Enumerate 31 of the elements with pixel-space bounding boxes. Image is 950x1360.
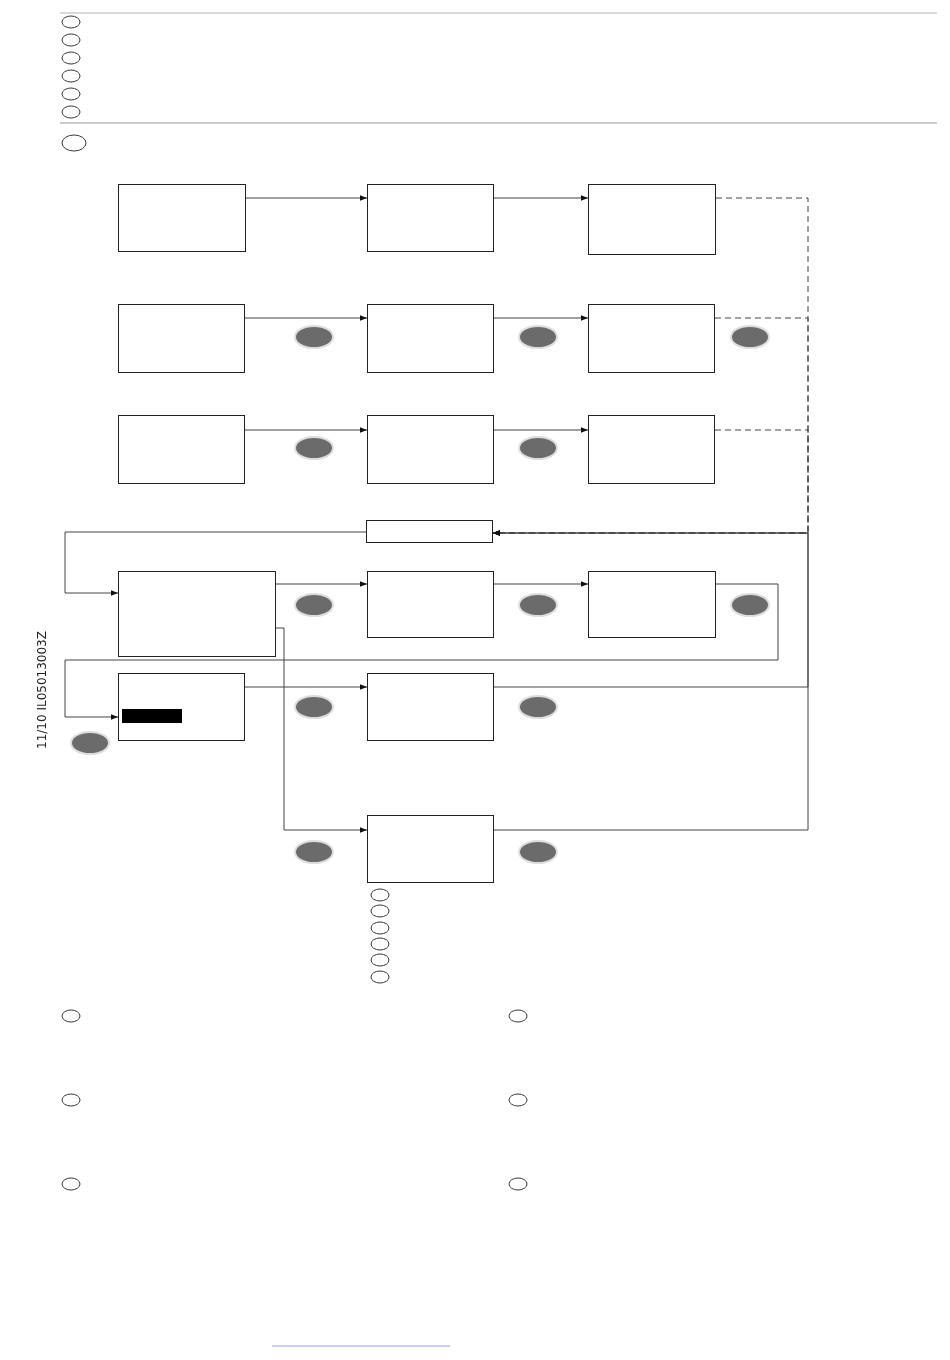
arrow (244, 684, 368, 690)
arrow (245, 195, 368, 201)
arrow (244, 315, 368, 321)
process-box (367, 815, 494, 883)
filled-bar (122, 709, 182, 723)
arrow (244, 427, 368, 433)
process-box (118, 184, 246, 252)
document-code: 11/10 IL05013003Z (35, 631, 49, 749)
arrow (493, 315, 589, 321)
arrow (493, 581, 589, 587)
process-box (366, 520, 493, 543)
arrow (64, 583, 779, 720)
process-box (588, 304, 715, 373)
arrow (275, 627, 368, 833)
arrow (493, 427, 589, 433)
arrow (275, 581, 368, 587)
process-box (367, 184, 494, 252)
process-box (367, 673, 494, 741)
process-box (118, 571, 276, 657)
process-box (118, 415, 245, 484)
arrow (492, 530, 809, 831)
process-box (118, 673, 245, 741)
arrow (64, 531, 367, 596)
process-box (588, 415, 715, 484)
process-box (588, 571, 716, 638)
arrow (493, 195, 589, 201)
process-box (367, 304, 494, 373)
process-box (588, 184, 716, 255)
process-box (367, 415, 494, 484)
process-box (118, 304, 245, 373)
process-box (367, 571, 494, 638)
